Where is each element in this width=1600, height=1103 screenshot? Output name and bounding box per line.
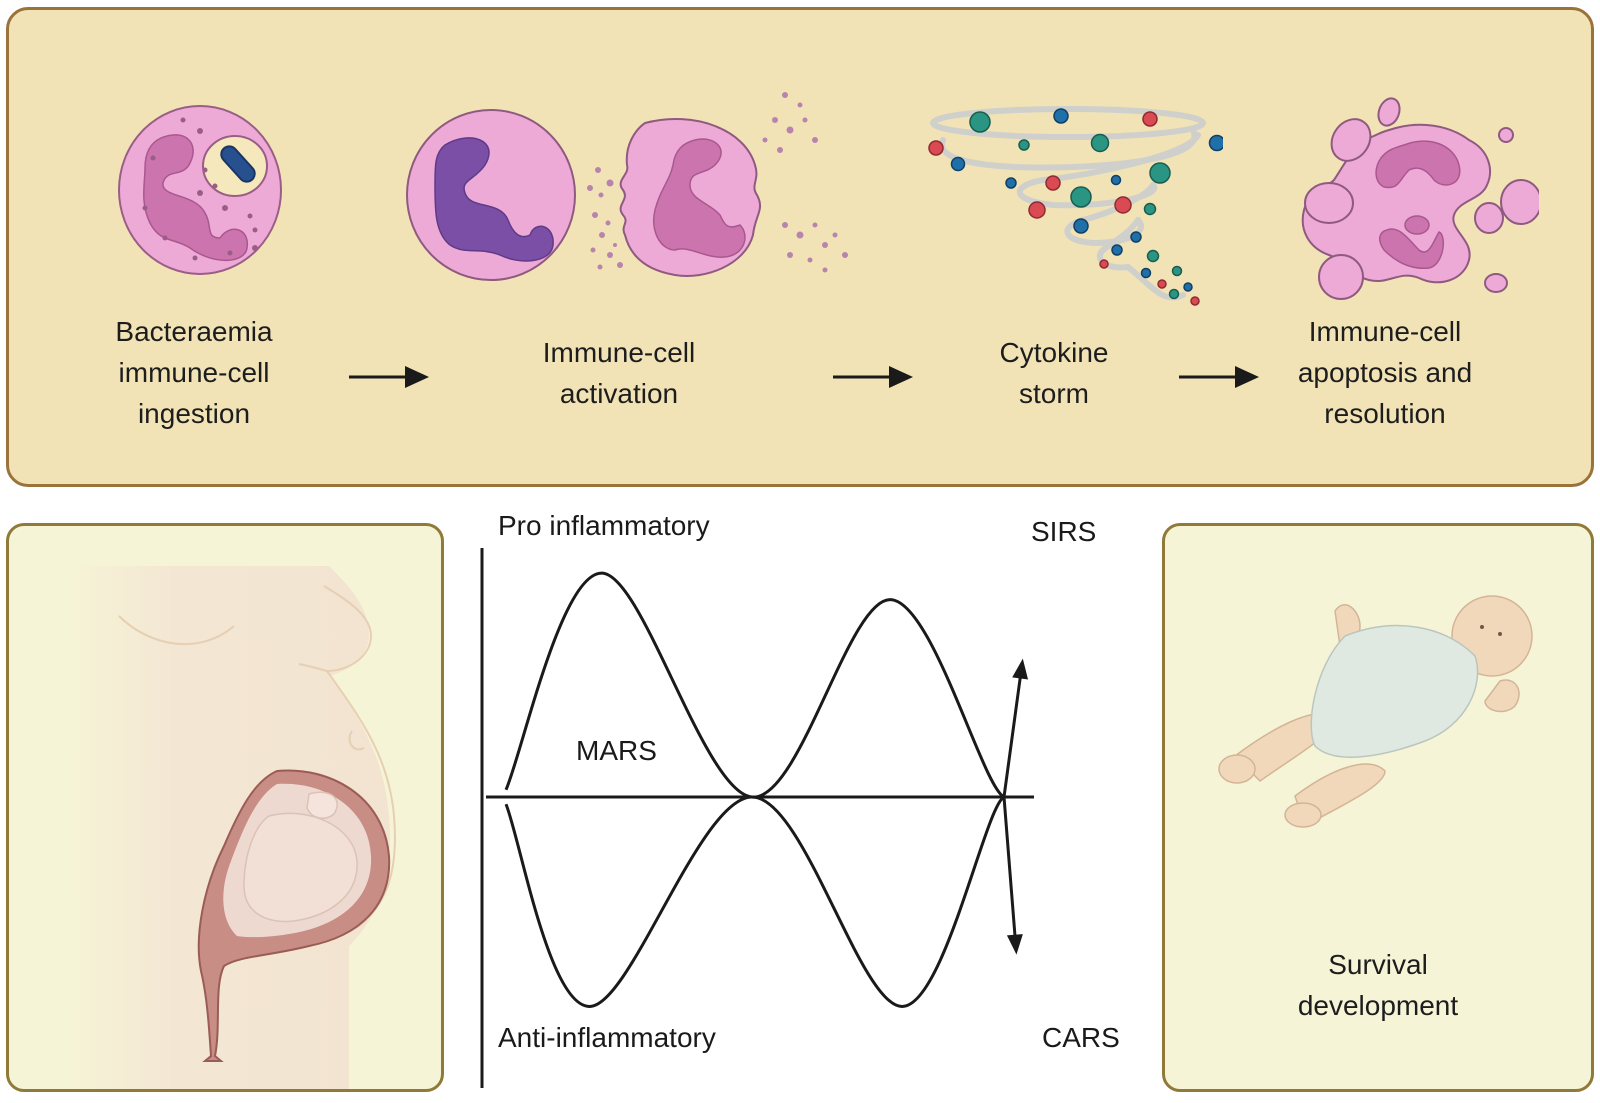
label-sirs: SIRS	[1031, 516, 1097, 547]
label-anti-inflammatory: Anti-inflammatory	[498, 1022, 716, 1053]
right-arrow-icon	[349, 366, 429, 388]
label-cars: CARS	[1042, 1022, 1120, 1053]
label-pro-inflammatory: Pro inflammatory	[498, 510, 710, 541]
right-arrow-icon	[833, 366, 913, 388]
immune-balance-chart	[480, 548, 1034, 1088]
right-arrow-icon	[1179, 366, 1259, 388]
stage-label-apoptosis: Immune-cell apoptosis and resolution	[1297, 316, 1473, 429]
released-granules	[587, 92, 848, 273]
infant-panel: Survival development	[1162, 523, 1594, 1092]
immune-response-pathway-panel: Bacteraemia immune-cell ingestion Immune…	[6, 7, 1594, 487]
apoptotic-cell-icon	[1301, 97, 1539, 300]
anti-inflammatory-curve	[504, 794, 1018, 1008]
cars-arrowhead-icon	[1006, 934, 1023, 955]
pregnant-woman-fetus-icon	[69, 566, 396, 1089]
sirs-arrowhead-icon	[1012, 658, 1029, 680]
label-mars: MARS	[576, 735, 657, 766]
label-survival-development: Survival development	[1297, 949, 1459, 1021]
stage-label-cytokine-storm: Cytokine storm	[999, 337, 1109, 409]
cytokine-tornado-icon	[928, 106, 1223, 306]
maternal-panel	[6, 523, 444, 1092]
stage-label-activation: Immune-cell activation	[542, 337, 696, 409]
stage-label-ingestion: Bacteraemia immune-cell ingestion	[115, 316, 273, 429]
neutrophil-with-bacterium-icon	[118, 105, 282, 275]
infant-icon	[1218, 595, 1533, 828]
activated-neutrophil-icon	[406, 92, 848, 281]
